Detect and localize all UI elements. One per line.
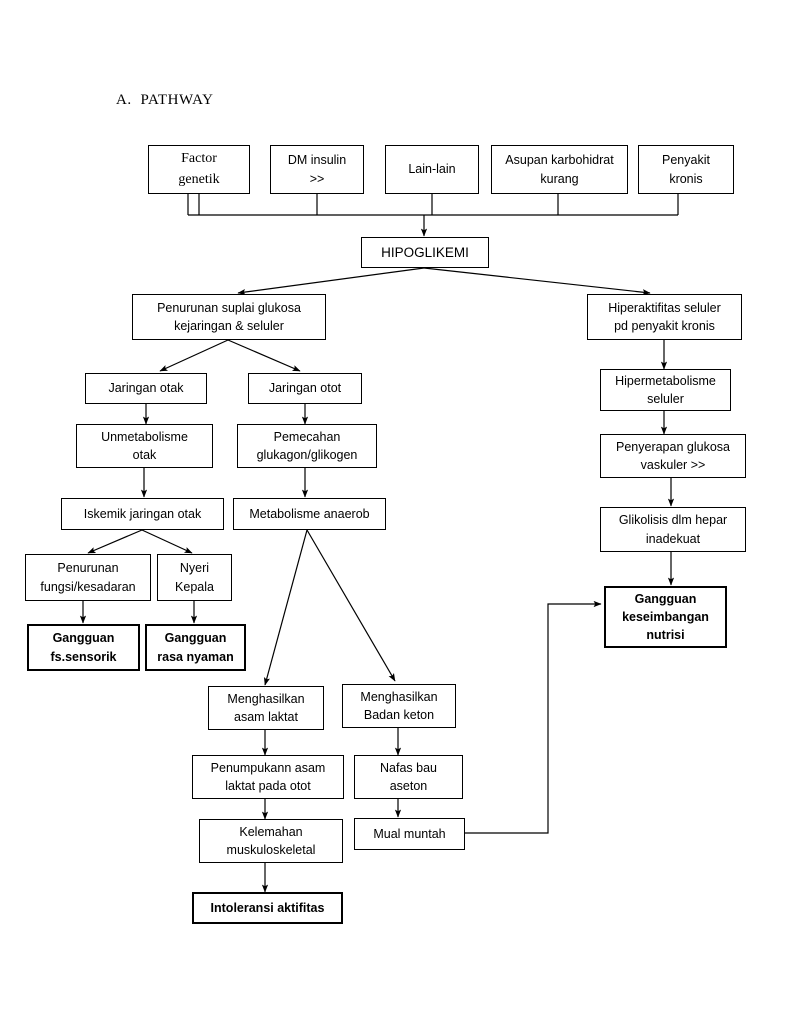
node-label: Penumpukann asam laktat pada otot [210,760,326,793]
node-label: Factor genetik [178,151,220,187]
node-label: Jaringan otak [108,381,184,396]
node-penyerapan-glukosa[interactable]: Penyerapan glukosa vaskuler >> [600,434,746,478]
node-nyeri-kepala[interactable]: Nyeri Kepala [157,554,232,601]
node-label: Gangguan rasa nyaman [157,631,234,664]
node-label: Mual muntah [373,826,446,841]
node-label: Nafas bau aseton [380,760,437,793]
node-mual-muntah[interactable]: Mual muntah [354,818,465,850]
node-gangguan-keseimbangan-nutrisi[interactable]: Gangguan keseimbangan nutrisi [604,586,727,648]
page-title: A. PATHWAY [116,92,214,108]
node-label: Menghasilkan asam laktat [227,691,305,724]
node-pemecahan-glukagon[interactable]: Pemecahan glukagon/glikogen [237,424,377,468]
node-label: Kelemahan muskuloskeletal [226,824,316,857]
node-hipoglikemi[interactable]: HIPOGLIKEMI [361,237,489,268]
node-dm-insulin[interactable]: DM insulin >> [270,145,364,194]
node-label: Menghasilkan Badan keton [360,689,438,722]
node-label: DM insulin >> [287,153,347,186]
node-glikolisis-hepar[interactable]: Glikolisis dlm hepar inadekuat [600,507,746,552]
node-label: Penyerapan glukosa vaskuler >> [616,439,730,472]
node-label: Iskemik jaringan otak [83,506,202,521]
node-label: Glikolisis dlm hepar inadekuat [618,513,728,546]
node-jaringan-otak[interactable]: Jaringan otak [85,373,207,404]
node-label: Penurunan suplai glukosa kejaringan & se… [157,300,301,333]
node-label: Hiperaktifitas seluler pd penyakit kroni… [608,300,721,333]
node-label: Asupan karbohidrat kurang [505,153,614,186]
node-kelemahan-muskuloskeletal[interactable]: Kelemahan muskuloskeletal [199,819,343,863]
node-intoleransi-aktifitas[interactable]: Intoleransi aktifitas [192,892,343,924]
node-lain-lain[interactable]: Lain-lain [385,145,479,194]
node-gangguan-fs-sensorik[interactable]: Gangguan fs.sensorik [27,624,140,671]
node-label: Pemecahan glukagon/glikogen [256,429,358,462]
node-unmetabolisme-otak[interactable]: Unmetabolisme otak [76,424,213,468]
node-label: Intoleransi aktifitas [210,900,325,915]
node-jaringan-otot[interactable]: Jaringan otot [248,373,362,404]
node-gangguan-rasa-nyaman[interactable]: Gangguan rasa nyaman [145,624,246,671]
node-label: Lain-lain [408,162,456,177]
node-iskemik-jaringan-otak[interactable]: Iskemik jaringan otak [61,498,224,530]
node-label: Hipermetabolisme seluler [615,373,716,406]
node-penyakit-kronis[interactable]: Penyakit kronis [638,145,734,194]
node-metabolisme-anaerob[interactable]: Metabolisme anaerob [233,498,386,530]
node-label: HIPOGLIKEMI [381,244,469,260]
node-label: Unmetabolisme otak [101,429,188,462]
node-penurunan-suplai-glukosa[interactable]: Penurunan suplai glukosa kejaringan & se… [132,294,326,340]
node-label: Gangguan keseimbangan nutrisi [622,591,709,643]
node-asupan-karbohidrat[interactable]: Asupan karbohidrat kurang [491,145,628,194]
node-menghasilkan-asam-laktat[interactable]: Menghasilkan asam laktat [208,686,324,730]
node-label: Nyeri Kepala [175,561,214,594]
node-penurunan-fungsi-kesadaran[interactable]: Penurunan fungsi/kesadaran [25,554,151,601]
node-label: Metabolisme anaerob [249,506,370,521]
node-label: Jaringan otot [268,381,342,396]
node-label: Penyakit kronis [662,153,710,186]
node-hipermetabolisme-seluler[interactable]: Hipermetabolisme seluler [600,369,731,411]
node-label: Gangguan fs.sensorik [50,631,117,664]
node-nafas-bau-aseton[interactable]: Nafas bau aseton [354,755,463,799]
node-label: Penurunan fungsi/kesadaran [40,561,136,594]
node-penumpukan-asam-laktat[interactable]: Penumpukann asam laktat pada otot [192,755,344,799]
node-menghasilkan-badan-keton[interactable]: Menghasilkan Badan keton [342,684,456,728]
node-factor-genetik[interactable]: Factor genetik [148,145,250,194]
node-hiperaktifitas-seluler[interactable]: Hiperaktifitas seluler pd penyakit kroni… [587,294,742,340]
